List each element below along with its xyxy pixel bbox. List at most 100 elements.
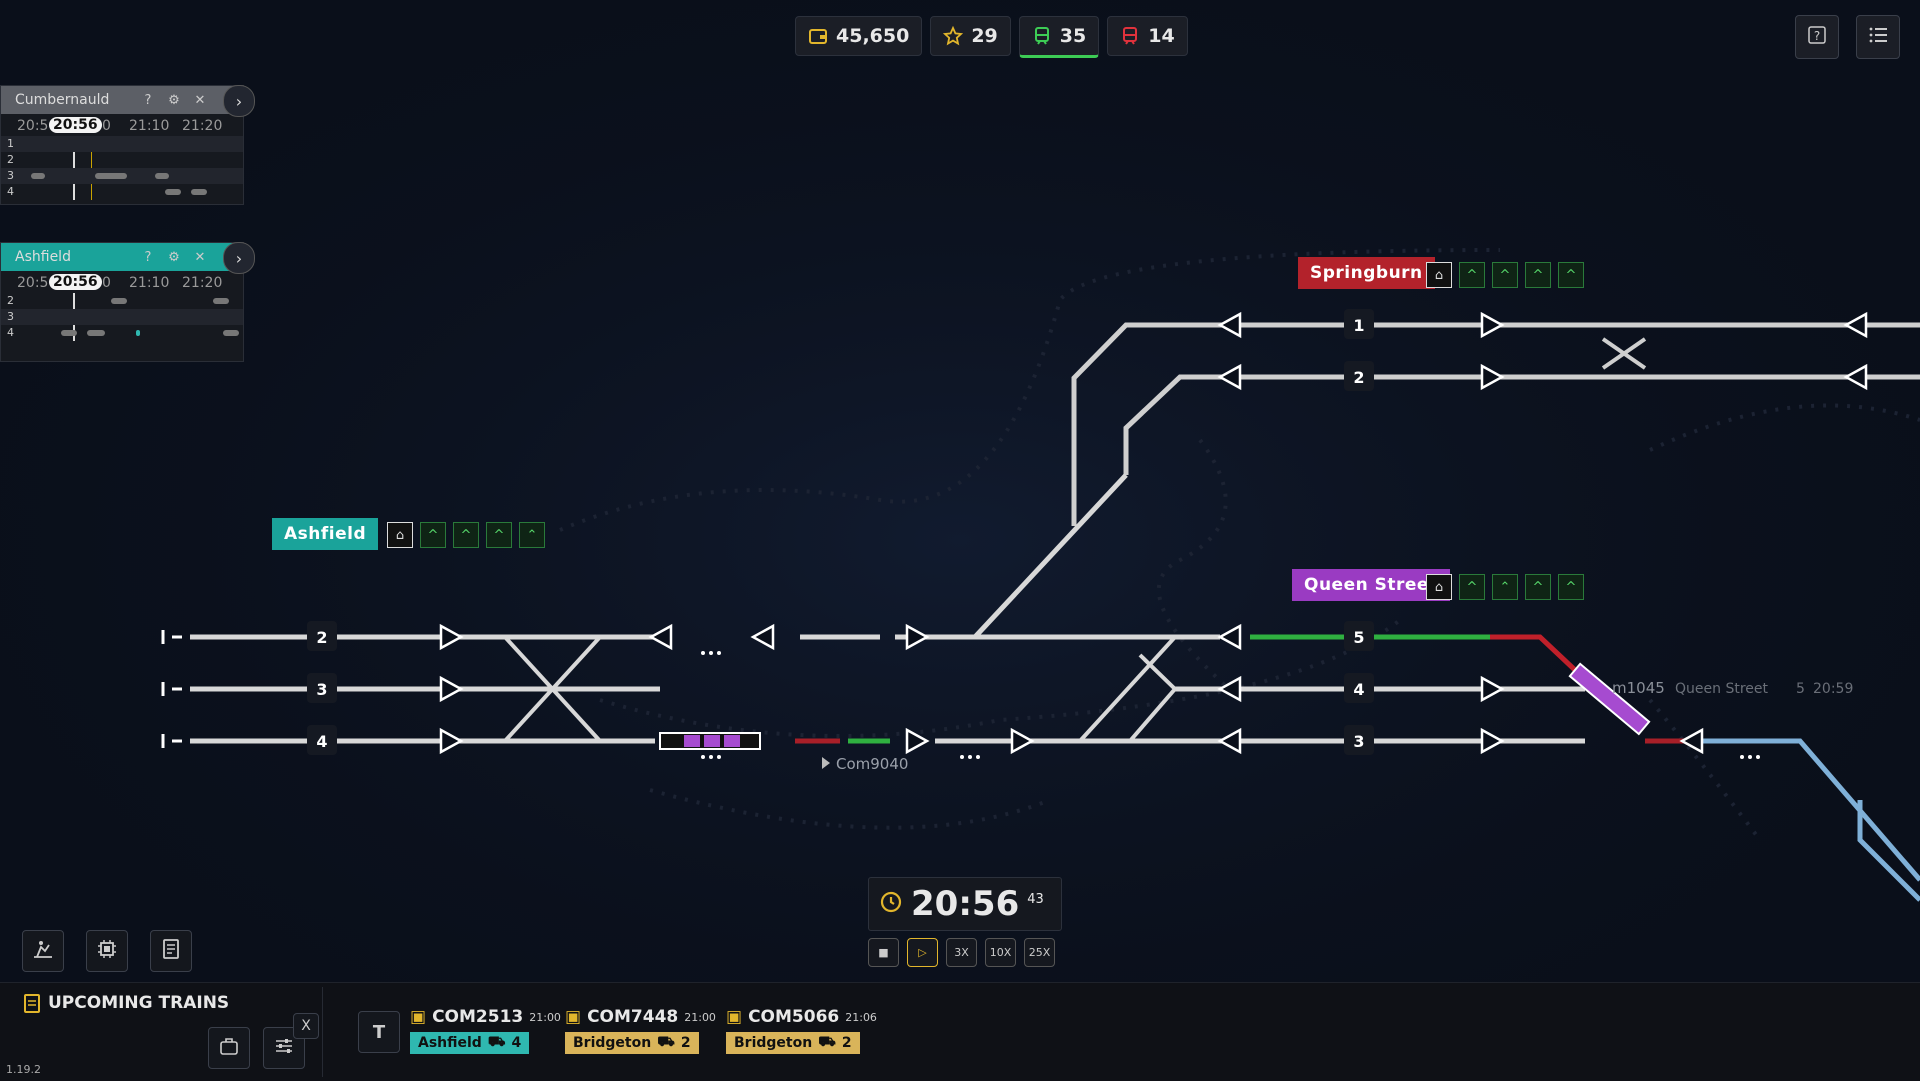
schedule-rows: 2 3 4 <box>1 293 243 341</box>
play-button[interactable]: ▷ <box>907 938 938 967</box>
resource-bar: 45,650 29 35 14 <box>795 16 1188 58</box>
upcoming-train-card[interactable]: ▣ COM7448 21:00 Bridgeton ⛟ 2 <box>565 1007 716 1054</box>
build-tool-button[interactable] <box>22 930 64 972</box>
help-button[interactable]: ? <box>1795 15 1839 59</box>
timetable-toggle-button[interactable]: T <box>358 1011 400 1053</box>
chevron-right-icon[interactable]: › <box>223 242 255 274</box>
time-tick: 21:20 <box>182 275 223 291</box>
question-icon[interactable]: ? <box>144 92 152 108</box>
settings-tool-button[interactable] <box>86 930 128 972</box>
platform-row: 1 <box>1 136 243 152</box>
springburn-platform-1: 1 <box>1353 316 1364 335</box>
more-dots[interactable] <box>701 651 1760 759</box>
train-destination: Bridgeton <box>734 1035 813 1051</box>
springburn-platform-2: 2 <box>1353 368 1364 387</box>
station-building-icon[interactable]: ⌂ <box>1426 262 1452 288</box>
platform-row: 2 <box>1 152 243 168</box>
schedule-bar[interactable] <box>61 330 77 336</box>
schedule-bar[interactable] <box>155 173 169 179</box>
question-icon[interactable]: ? <box>144 249 152 265</box>
time-tick: 0 <box>102 275 111 291</box>
document-icon <box>159 937 183 965</box>
double-chevron-up-icon[interactable]: ⌃ <box>1492 574 1518 600</box>
schedule-header: Ashfield ? ⚙ ✕ › <box>1 242 255 274</box>
schedule-bar[interactable] <box>136 330 140 336</box>
chevron-up-icon[interactable]: ^ <box>453 522 479 548</box>
current-time-tick: 20:56 <box>49 274 102 290</box>
schedule-timeline: 20:5 20:56 0 21:10 21:20 <box>1 271 243 293</box>
pause-button[interactable]: ■ <box>868 938 899 967</box>
station-label-queen-street[interactable]: Queen Street <box>1292 569 1450 601</box>
speed-3x-button[interactable]: 3X <box>946 938 977 967</box>
gear-icon[interactable]: ⚙ <box>168 249 180 265</box>
close-icon[interactable]: ✕ <box>194 92 206 108</box>
chevron-up-icon[interactable]: ^ <box>1492 262 1518 288</box>
chevron-up-icon[interactable]: ^ <box>1525 262 1551 288</box>
schedule-bar[interactable] <box>87 330 105 336</box>
schedule-bar[interactable] <box>165 189 181 195</box>
bag-icon <box>218 1035 240 1061</box>
queen-street-platform-5: 5 <box>1353 628 1364 647</box>
chip-icon <box>95 937 119 965</box>
upcoming-train-card[interactable]: ▣ COM5066 21:06 Bridgeton ⛟ 2 <box>726 1007 877 1054</box>
train-platform: 2 <box>680 1035 691 1051</box>
platform-number: 4 <box>7 185 14 198</box>
schedule-panel-ashfield[interactable]: Ashfield ? ⚙ ✕ › 20:5 20:56 0 21:10 21:2… <box>0 242 255 362</box>
station-building-icon[interactable]: ⌂ <box>387 522 413 548</box>
gear-icon[interactable]: ⚙ <box>168 92 180 108</box>
schedule-bar[interactable] <box>95 173 127 179</box>
divider <box>322 987 323 1077</box>
schedule-bar[interactable] <box>223 330 239 336</box>
train-destination-badge: Ashfield ⛟ 4 <box>410 1032 530 1054</box>
sliders-icon <box>273 1035 295 1061</box>
upcoming-trains-panel: UPCOMING TRAINS X 1.19.2 T ▣ COM2513 21:… <box>0 982 1920 1081</box>
schedule-timeline: 20:5 20:56 0 21:10 21:20 <box>1 114 243 136</box>
upcoming-train-card[interactable]: ▣ COM2513 21:00 Ashfield ⛟ 4 <box>410 1007 561 1054</box>
chevron-right-icon[interactable]: › <box>223 85 255 117</box>
schedule-station-name: Ashfield <box>15 249 71 265</box>
track-buffers <box>161 630 182 748</box>
train-m1045[interactable] <box>1568 662 1651 736</box>
chevron-up-icon[interactable]: ^ <box>1558 262 1584 288</box>
schedule-bar[interactable] <box>111 298 127 304</box>
svg-text:?: ? <box>1814 29 1820 43</box>
schedule-header: Cumbernauld ? ⚙ ✕ › <box>1 85 255 117</box>
platform-number: 3 <box>7 169 14 182</box>
chevron-up-icon[interactable]: ^ <box>420 522 446 548</box>
train-com9040[interactable] <box>659 732 830 769</box>
pause-icon: ■ <box>878 946 889 959</box>
chevron-up-icon[interactable]: ^ <box>1558 574 1584 600</box>
speed-25x-button[interactable]: 25X <box>1024 938 1055 967</box>
close-icon[interactable]: ✕ <box>194 249 206 265</box>
version-label: 1.19.2 <box>6 1063 41 1076</box>
late-trains-stat: 14 <box>1107 16 1188 56</box>
bag-filter-button[interactable] <box>208 1027 250 1069</box>
ashfield-tracks <box>190 473 1920 902</box>
on-time-trains-stat: 35 <box>1018 16 1100 58</box>
timetable-tool-button[interactable] <box>150 930 192 972</box>
platform-markers <box>307 309 1374 755</box>
chevron-up-icon[interactable]: ^ <box>1459 574 1485 600</box>
chevron-up-icon[interactable]: ^ <box>1459 262 1485 288</box>
schedule-panel-cumbernauld[interactable]: Cumbernauld ? ⚙ ✕ › 20:5 20:56 0 21:10 2… <box>0 85 255 205</box>
money-value: 45,650 <box>836 25 910 47</box>
speed-controls: ■ ▷ 3X 10X 25X <box>868 938 1055 967</box>
schedule-bar[interactable] <box>191 189 207 195</box>
chevron-up-icon[interactable]: ^ <box>486 522 512 548</box>
signals[interactable] <box>439 311 1868 755</box>
double-chevron-up-icon[interactable]: ⌃ <box>519 522 545 548</box>
station-label-springburn[interactable]: Springburn <box>1298 257 1435 289</box>
schedule-bar[interactable] <box>31 173 45 179</box>
timetable-icon <box>24 993 40 1013</box>
chevron-up-icon[interactable]: ^ <box>1525 574 1551 600</box>
late-trains-value: 14 <box>1148 25 1175 47</box>
rating-stat: 29 <box>930 16 1011 56</box>
close-upcoming-button[interactable]: X <box>293 1013 319 1039</box>
menu-button[interactable] <box>1856 15 1900 59</box>
train-platform: 4 <box>511 1035 522 1051</box>
station-building-icon[interactable]: ⌂ <box>1426 574 1452 600</box>
station-label-ashfield[interactable]: Ashfield <box>272 518 379 550</box>
schedule-bar[interactable] <box>213 298 229 304</box>
speed-10x-button[interactable]: 10X <box>985 938 1016 967</box>
time-tick: 20:5 <box>17 275 49 291</box>
